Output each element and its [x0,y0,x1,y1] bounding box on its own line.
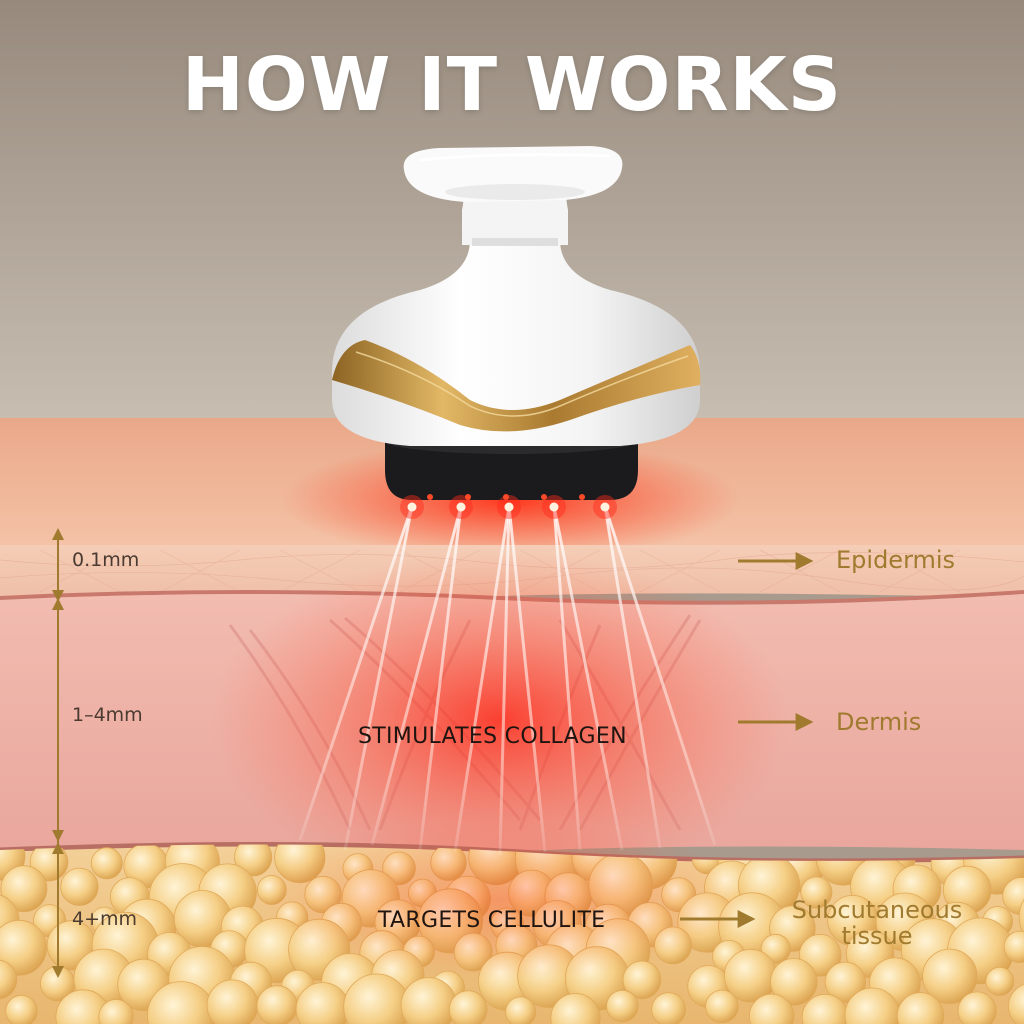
rim-led [541,494,547,500]
fat-cell [1003,930,1024,964]
massage-device [332,146,701,500]
light-beam [498,505,511,856]
label-dermis: Dermis [836,708,922,736]
fat-cell [748,993,795,1024]
light-beam [418,505,463,851]
layer-pointer-arrows [680,552,814,928]
page-title: HOW IT WORKS [181,42,843,128]
led-light [456,502,466,512]
fat-cell [651,992,686,1024]
depth-dermis: 1–4mm [72,704,143,726]
label-subcutaneous-line2: tissue [841,922,913,950]
led-light [549,502,559,512]
fat-cell [60,867,99,906]
fat-cell [550,993,601,1024]
fat-cell [1007,982,1024,1024]
device-base [385,440,638,500]
rim-led [427,494,433,500]
light-beam [453,505,511,853]
led-light [407,502,417,512]
light-beam [552,505,624,851]
light-beam [343,505,414,851]
led-light [504,502,514,512]
fat-cell [5,994,38,1024]
fat-cell [0,865,48,913]
depth-epidermis: 0.1mm [72,549,140,571]
effect-stimulates-collagen: STIMULATES COLLAGEN [358,724,627,749]
light-beam [370,505,463,846]
fat-cell [800,876,833,909]
rim-led [503,494,509,500]
label-subcutaneous-line1: Subcutaneous [791,896,963,924]
light-beam [552,505,582,851]
fat-cell [234,844,273,877]
fat-cell [256,985,298,1024]
fat-cell [606,989,639,1023]
fat-cell [957,991,997,1024]
fat-cell [90,847,123,880]
red-led-lights [400,494,617,519]
light-beams [298,505,717,856]
fat-cell [0,959,18,1000]
fat-red-glow [250,820,750,980]
depth-subcutaneous: 4+mm [72,908,138,930]
fat-cell [985,967,1015,996]
light-beam [298,505,414,841]
fat-cell [922,948,978,1004]
device-gold-band [332,340,701,432]
led-light [600,502,610,512]
fat-cell [1018,883,1024,952]
fat-cell [505,996,537,1024]
fat-cell [770,958,818,1006]
light-beam [603,505,662,849]
fat-cell [448,990,488,1024]
light-beam [507,505,547,853]
rim-led [579,494,585,500]
light-beam [603,505,717,846]
effect-targets-cellulite: TARGETS CELLULITE [378,908,606,933]
label-epidermis: Epidermis [836,546,956,574]
depth-scale [52,528,64,978]
fat-cell [896,992,945,1024]
rim-led [465,494,471,500]
label-subcutaneous: Subcutaneous tissue [772,897,982,949]
fat-cell [705,989,739,1024]
fat-cell [98,999,134,1024]
fat-cell [824,961,867,1003]
